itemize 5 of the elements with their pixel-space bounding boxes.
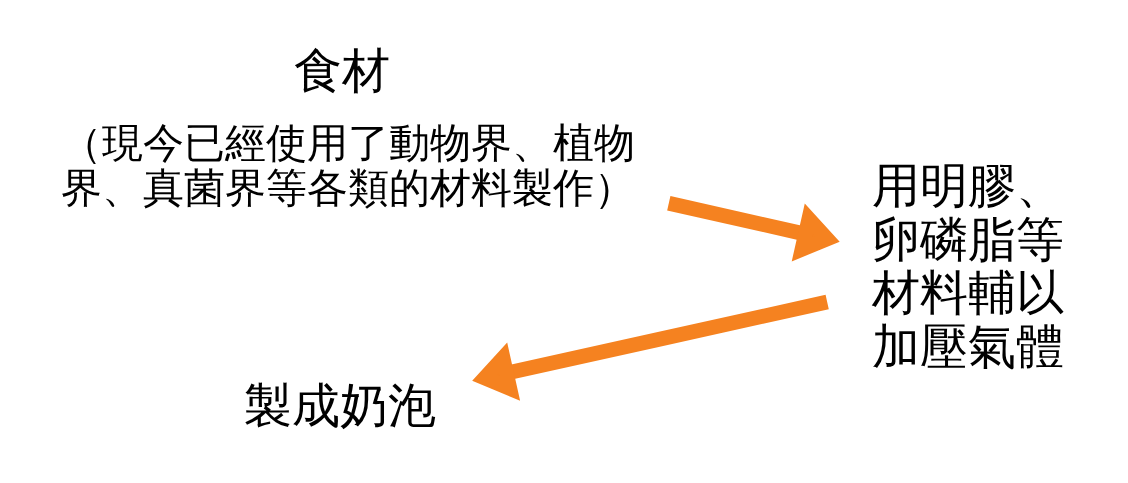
node-text: 用明膠、卵磷脂等材料輔以加壓氣體 (871, 156, 1064, 374)
arrow (472, 294, 829, 401)
arrow (667, 195, 840, 261)
node-text: 製成奶泡 (244, 376, 437, 433)
node-text: 食材 （現今已經使用了動物界、植物界、真菌界等各類的材料製作） (61, 41, 636, 211)
